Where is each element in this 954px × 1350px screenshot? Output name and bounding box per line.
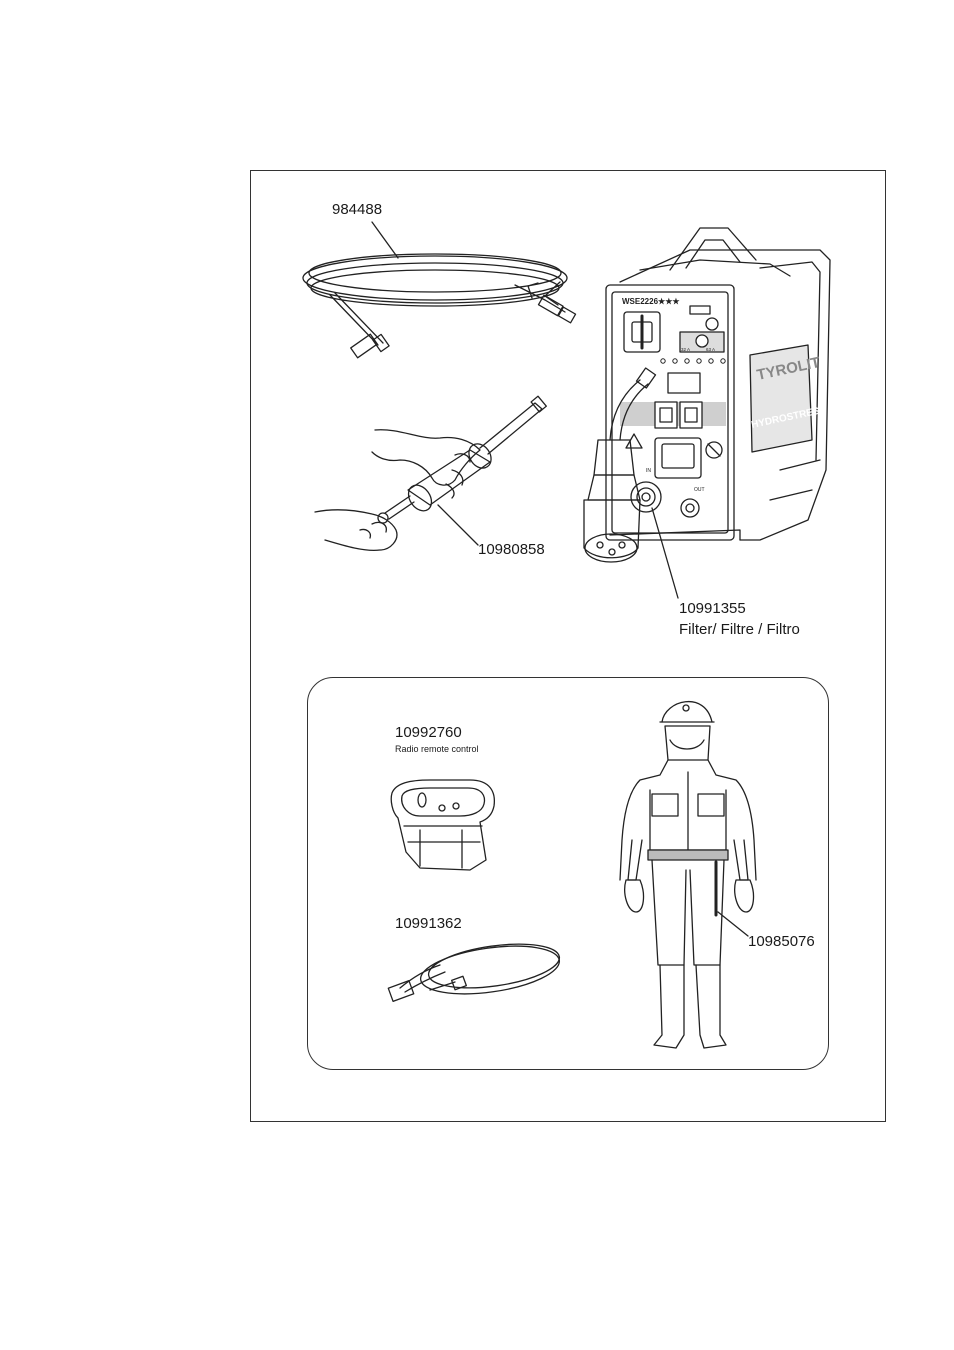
radio-remote-illustration <box>391 780 494 870</box>
part-number-suit: 10985076 <box>748 933 815 951</box>
hose-illustration <box>303 254 576 358</box>
leader-hose <box>372 222 398 258</box>
cable-illustration <box>388 937 562 1002</box>
leader-filter <box>652 508 678 598</box>
radio-remote-caption: Radio remote control <box>395 744 479 755</box>
machine-illustration <box>584 228 830 562</box>
extractor-illustration <box>315 396 546 550</box>
port-in-label: IN <box>646 468 651 474</box>
suit-illustration <box>620 702 756 1048</box>
part-number-filter: 10991355 <box>679 600 746 618</box>
part-number-extractor: 10980858 <box>478 541 545 559</box>
current-label-b: 63 A <box>706 347 715 352</box>
filter-caption: Filter/ Filtre / Filtro <box>679 621 800 639</box>
leader-suit <box>718 912 748 936</box>
part-number-hose: 984488 <box>332 201 382 219</box>
leader-extractor <box>438 505 478 545</box>
part-number-radio-remote: 10992760 <box>395 724 462 742</box>
part-number-cable: 10991362 <box>395 915 462 933</box>
machine-model-label: WSE2226★★★ <box>622 297 680 306</box>
port-out-label: OUT <box>694 487 705 493</box>
current-label-a: 32 A <box>681 347 690 352</box>
